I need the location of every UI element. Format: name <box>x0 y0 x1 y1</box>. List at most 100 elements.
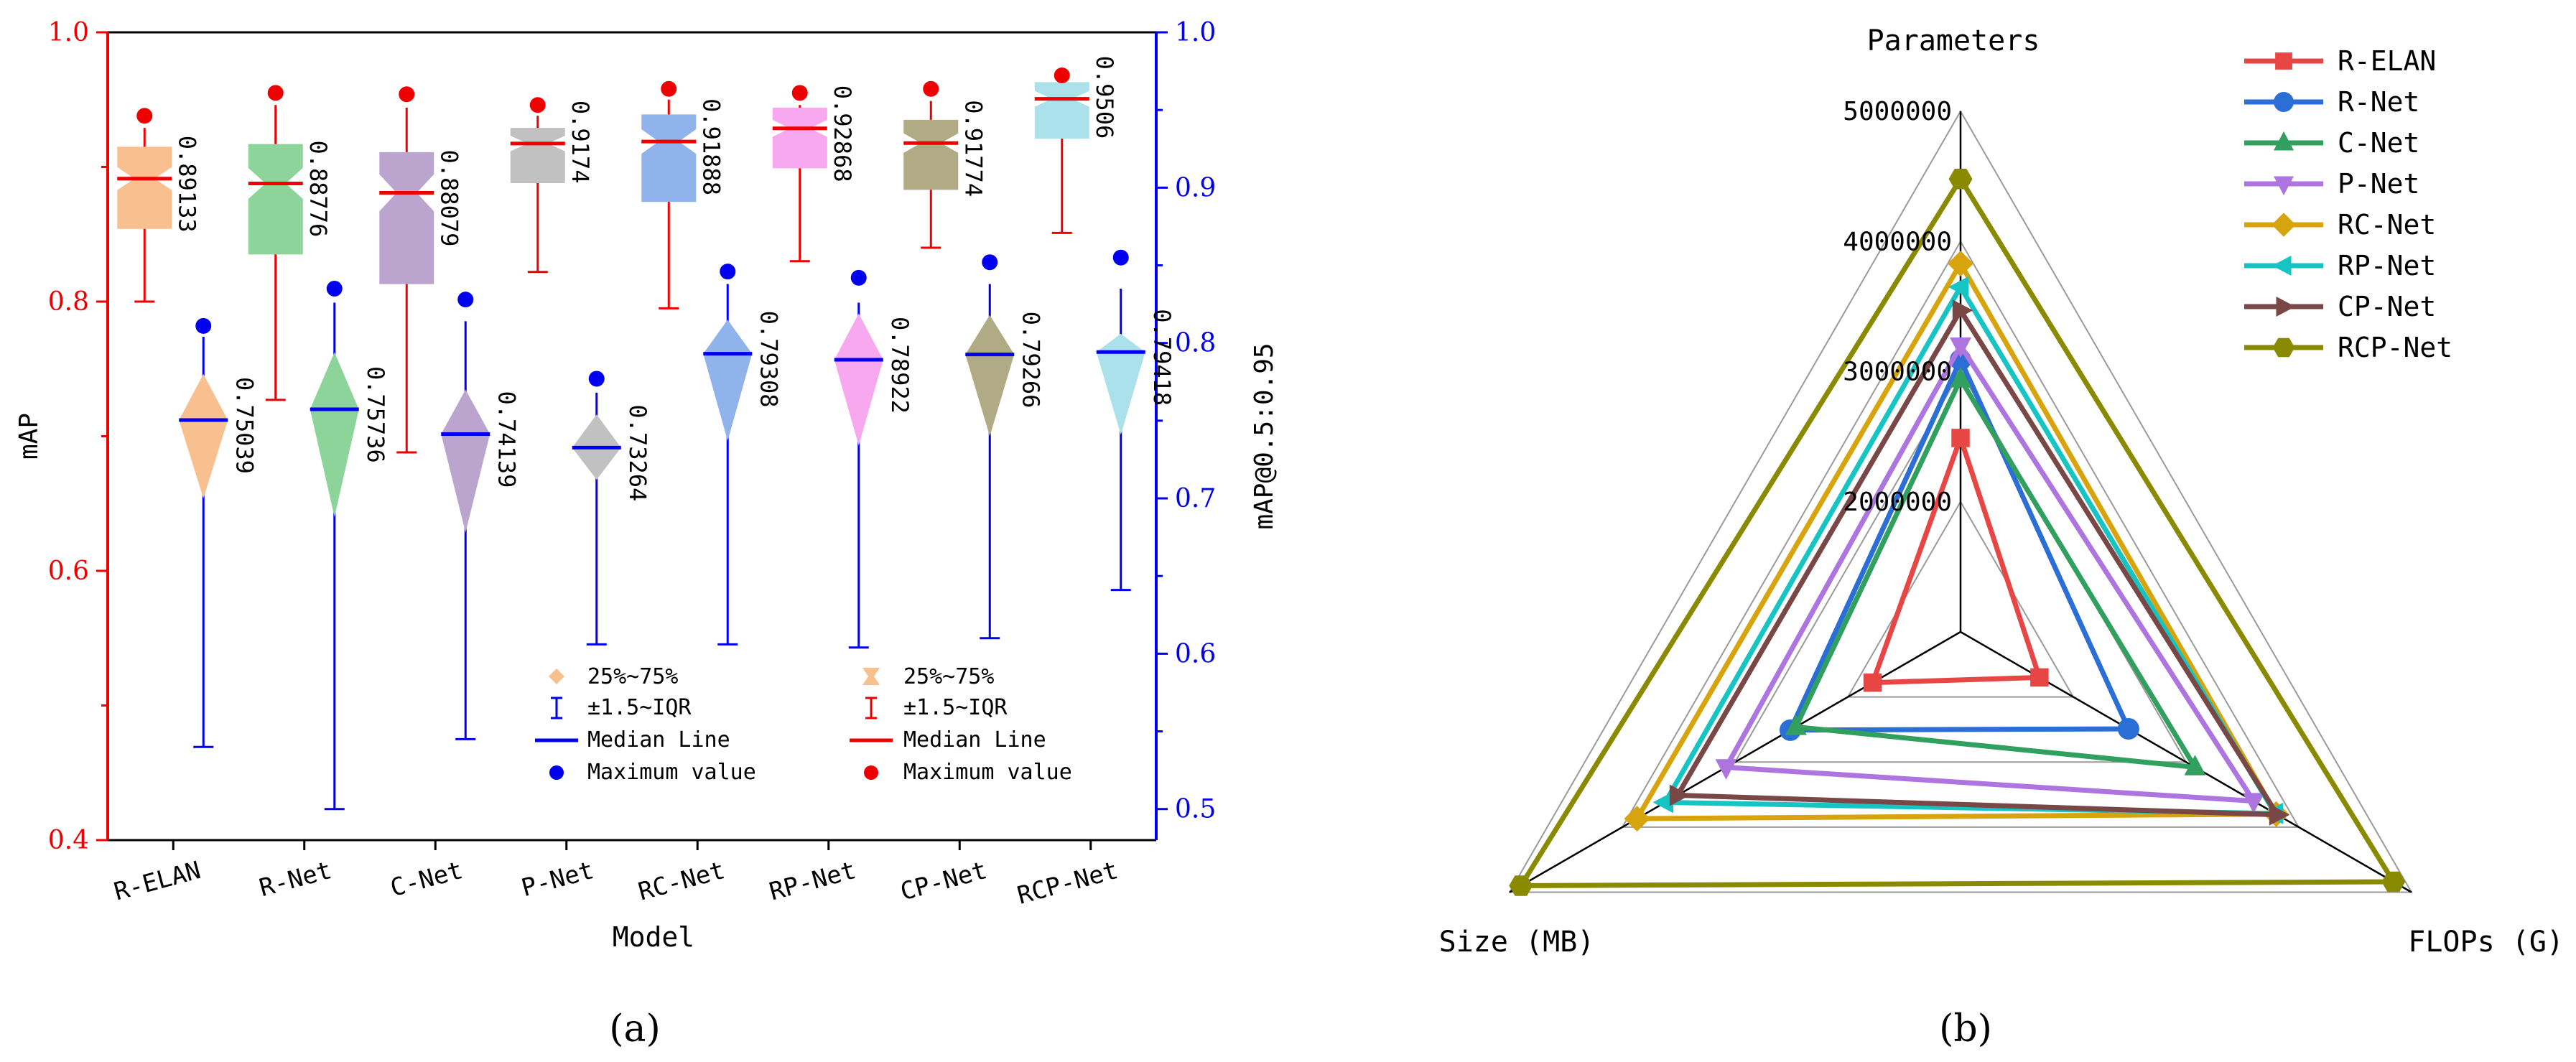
legend-marker-swatch <box>2274 92 2294 112</box>
radar-series-marker <box>1948 251 1973 277</box>
map-notched-box <box>117 146 172 229</box>
radar-grid-ring <box>1508 109 2413 893</box>
radar-series-line <box>1869 430 2043 686</box>
radar-r-tick-label: 4000000 <box>1843 227 1952 256</box>
map5095-diamond-box <box>310 352 359 517</box>
box-plot-boxes: 0.891330.750390.887760.757360.880790.741… <box>117 56 1176 811</box>
radar-r-tick-label: 5000000 <box>1843 97 1952 126</box>
x-tick-label: RC-Net <box>636 856 728 906</box>
x-tick-label: R-ELAN <box>111 856 204 906</box>
radar-series-marker <box>1624 806 1650 832</box>
radar-r-tick-label: 2000000 <box>1843 488 1952 517</box>
legend-right-max-label: Maximum value <box>903 760 1072 785</box>
radar-series-marker <box>1863 673 1882 692</box>
radar-series-marker <box>1715 759 1737 780</box>
x-axis-title: Model <box>613 921 694 953</box>
x-tick-label: P-Net <box>519 856 597 903</box>
radar-series-line <box>1516 174 2399 888</box>
map-max-point <box>661 80 677 97</box>
legend-marker-swatch <box>2272 256 2292 276</box>
y-left-tick-label: 0.4 <box>48 826 89 855</box>
map5095-max-point <box>1112 249 1129 266</box>
map5095-max-point <box>850 269 867 286</box>
radar-series-marker <box>2243 793 2265 814</box>
map5095-diamond-box <box>834 313 883 446</box>
map5095-median-data-label: 0.74139 <box>493 391 520 488</box>
legend-marker-swatch <box>2275 52 2292 70</box>
map5095-max-point <box>326 280 343 297</box>
y-right-tick-label: 0.9 <box>1175 173 1216 202</box>
radar-series-line <box>1792 373 2200 770</box>
radar-series-marker <box>1951 429 1970 447</box>
map-max-point <box>791 85 808 101</box>
map5095-median-data-label: 0.79418 <box>1148 309 1176 406</box>
x-tick-label: R-Net <box>256 856 335 903</box>
x-tick-label: CP-Net <box>898 856 990 906</box>
map-max-point <box>529 97 546 113</box>
map-notched-box <box>903 119 959 190</box>
map5095-max-point <box>588 371 605 387</box>
radar-series-marker <box>1509 875 1533 896</box>
legend-right-box-label: 25%~75% <box>903 664 994 689</box>
y-left-tick-label: 0.6 <box>48 556 89 586</box>
legend-right-whisker-label: ±1.5~IQR <box>903 695 1008 720</box>
map-median-data-label: 0.9506 <box>1091 56 1118 139</box>
panel-a-caption: (a) <box>609 1007 661 1051</box>
legend-max-swatch <box>549 765 564 780</box>
map-notched-box <box>1034 82 1089 139</box>
legend-series-label: P-Net <box>2338 168 2419 200</box>
legend-left-box-label: 25%~75% <box>587 664 678 689</box>
legend-series-label: R-Net <box>2338 86 2419 118</box>
radar-series-marker <box>1652 791 1673 814</box>
map5095-diamond-box <box>441 389 490 533</box>
panel-b-caption: (b) <box>1939 1007 1992 1051</box>
radar-r-tick-label: 3000000 <box>1843 358 1952 387</box>
radar-series-marker <box>1950 367 1971 388</box>
map-max-point <box>267 85 284 101</box>
map5095-median-data-label: 0.75039 <box>231 377 258 474</box>
legend-left-median-label: Median Line <box>587 727 730 753</box>
box-plot-legend: 25%~75% ±1.5~IQR Median Line Maximum val… <box>535 664 1072 785</box>
legend-marker-swatch <box>2274 176 2294 196</box>
radar-series-line <box>1632 258 2281 821</box>
radar-series-line <box>1673 305 2282 818</box>
map-max-point <box>399 86 415 103</box>
y-right-tick-label: 0.8 <box>1175 329 1216 358</box>
x-tick-label: C-Net <box>387 856 465 903</box>
radar-series-marker <box>1785 714 1807 735</box>
y-right-tick-label: 1.0 <box>1175 18 1216 47</box>
legend-series-label: RP-Net <box>2338 250 2436 281</box>
legend-marker-swatch <box>2272 337 2295 358</box>
legend-series-label: RC-Net <box>2338 209 2436 241</box>
map5095-max-point <box>195 317 212 334</box>
map5095-diamond-box <box>703 320 753 441</box>
map-max-point <box>923 80 939 97</box>
legend-left-whisker-label: ±1.5~IQR <box>587 695 692 720</box>
radar-axis-label: Size (MB) <box>1439 926 1595 959</box>
map5095-diamond-box <box>965 315 1015 437</box>
map-median-data-label: 0.91888 <box>697 98 725 195</box>
map-median-data-label: 0.9174 <box>567 101 594 184</box>
radar-axis-label: FLOPs (G) <box>2408 926 2564 959</box>
radar-series-marker <box>1948 276 1969 298</box>
map-notched-box <box>641 114 697 202</box>
y-right-tick-label: 0.6 <box>1175 639 1216 669</box>
legend-series-label: C-Net <box>2338 127 2419 159</box>
map-notched-box <box>248 144 303 255</box>
legend-series-label: R-ELAN <box>2338 45 2436 77</box>
radar-series <box>1509 169 2406 896</box>
y-right-axis-title: mAP@0.5:0.95 <box>1250 343 1279 529</box>
radar-series-marker <box>1952 299 1973 322</box>
legend-marker-swatch <box>2274 131 2294 151</box>
y-left-tick-label: 1.0 <box>48 18 89 47</box>
radar-series-marker <box>2269 804 2290 826</box>
map5095-diamond-box <box>1096 333 1145 435</box>
map5095-max-point <box>720 264 736 280</box>
y-left-tick-label: 0.8 <box>48 287 89 317</box>
legend-series-label: CP-Net <box>2338 291 2436 322</box>
legend-diamond-box-swatch <box>549 669 564 684</box>
radar-series-line <box>1721 340 2259 804</box>
x-tick-label: RCP-Net <box>1014 856 1121 910</box>
radar-series-line <box>1660 281 2280 816</box>
